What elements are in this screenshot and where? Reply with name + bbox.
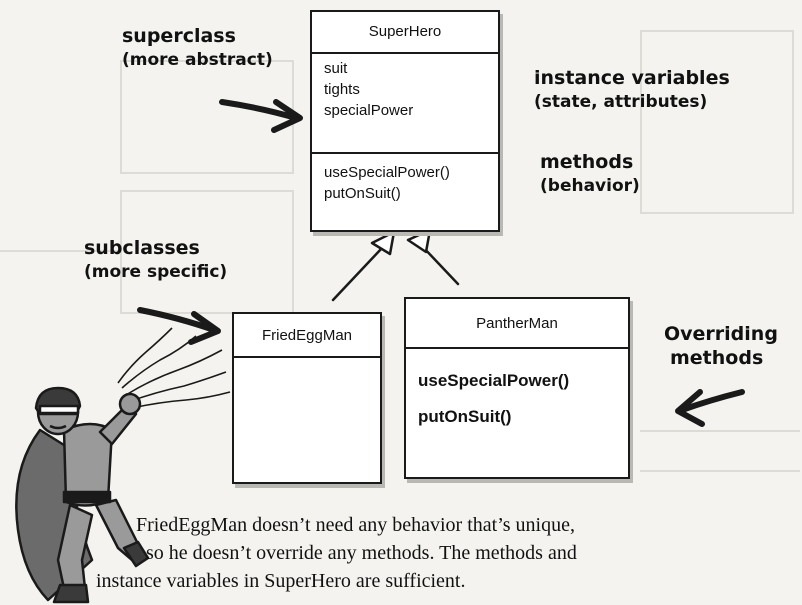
superhero-class-box: SuperHero suit tights specialPower useSp…: [310, 10, 500, 232]
overriding-methods-label-line1: Overriding: [664, 323, 778, 345]
inheritance-arrowhead: [370, 230, 396, 256]
background-box: [120, 190, 294, 314]
pantherman-methods-section: useSpecialPower() putOnSuit(): [406, 349, 628, 435]
pantherman-class-name: PantherMan: [406, 299, 628, 349]
superhero-variables-section: suit tights specialPower: [312, 54, 498, 154]
instance-variables-label-line2: (state, attributes): [534, 92, 708, 112]
friedeggman-class-name: FriedEggMan: [234, 314, 380, 358]
background-box: [640, 30, 794, 214]
methods-label-line1: methods: [540, 151, 634, 173]
instance-variables-label: instance variables (state, attributes): [534, 66, 730, 114]
background-rule: [640, 470, 800, 472]
pantherman-method-use-special-power: useSpecialPower(): [418, 371, 570, 390]
caption-line-3: instance variables in SuperHero are suff…: [96, 570, 466, 592]
friedeggman-class-box: FriedEggMan: [232, 312, 382, 484]
subclasses-arrow: [137, 307, 217, 333]
superclass-label-line2: (more abstract): [122, 50, 273, 70]
inheritance-arrowhead: [406, 228, 432, 254]
variable-tights: tights: [324, 81, 360, 98]
subclasses-label-line2: (more specific): [84, 262, 228, 282]
superhero-class-name: SuperHero: [312, 12, 498, 54]
background-rule: [0, 250, 120, 252]
methods-label: methods (behavior): [540, 150, 640, 198]
overriding-methods-label-line2: methods: [670, 347, 764, 369]
overriding-arrow: [679, 389, 745, 413]
superhero-methods-section: useSpecialPower() putOnSuit(): [312, 154, 498, 208]
method-put-on-suit: putOnSuit(): [324, 185, 401, 202]
caption-line-1: FriedEggMan doesn’t need any behavior th…: [136, 514, 575, 536]
inheritance-line-pantherman: [420, 244, 460, 286]
pantherman-class-box: PantherMan useSpecialPower() putOnSuit(): [404, 297, 630, 479]
background-rule: [640, 430, 800, 432]
subclasses-label: subclasses (more specific): [84, 236, 227, 284]
inheritance-line-friedeggman: [331, 246, 384, 302]
pantherman-method-put-on-suit: putOnSuit(): [418, 407, 512, 426]
method-use-special-power: useSpecialPower(): [324, 164, 450, 181]
subclasses-label-line1: subclasses: [84, 237, 200, 259]
overriding-arrowhead: [675, 389, 705, 427]
variable-suit: suit: [324, 60, 348, 77]
methods-label-line2: (behavior): [540, 176, 640, 196]
superclass-label: superclass (more abstract): [122, 24, 273, 72]
overriding-methods-label: Overriding methods: [664, 322, 778, 370]
instance-variables-label-line1: instance variables: [534, 67, 730, 89]
caption-line-2: so he doesn’t override any methods. The …: [146, 542, 577, 564]
variable-special-power: specialPower: [324, 102, 414, 119]
subclasses-arrowhead: [188, 311, 221, 345]
superhero-figure: [15, 327, 231, 604]
superclass-arrowhead: [271, 99, 303, 133]
superclass-label-line1: superclass: [122, 25, 236, 47]
superclass-arrow: [219, 99, 299, 121]
